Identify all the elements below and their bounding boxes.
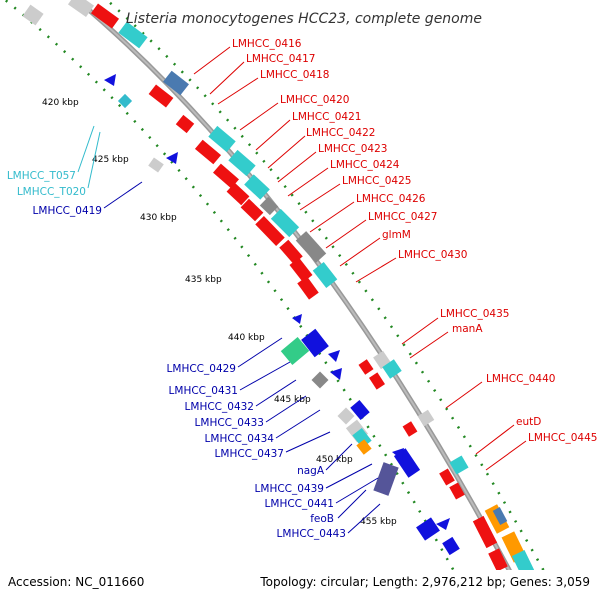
tick-label: 420 kbp <box>42 98 79 108</box>
reverse-strand-features <box>22 4 460 556</box>
tick-label: 440 kbp <box>228 333 265 343</box>
gene-label: LMHCC_0423 <box>318 143 387 155</box>
gene-label: LMHCC_0426 <box>356 193 426 205</box>
gene-label: LMHCC_T020 <box>17 186 86 198</box>
gene-label: manA <box>452 323 483 335</box>
gene-label: LMHCC_0434 <box>205 433 275 445</box>
forward-strand-features <box>67 0 535 570</box>
outer-tick-ring <box>104 0 545 570</box>
tick-label: 455 kbp <box>360 517 397 527</box>
tick-label: 435 kbp <box>185 275 222 285</box>
gene-label: LMHCC_0419 <box>33 205 102 217</box>
gene-label: LMHCC_0433 <box>195 417 264 429</box>
tick-label: 425 kbp <box>92 155 129 165</box>
tick-label: 430 kbp <box>140 213 177 223</box>
gene-label: LMHCC_T057 <box>7 170 76 182</box>
gene-label: glmM <box>382 229 411 241</box>
tick-label: 445 kbp <box>274 395 311 405</box>
gene-label: LMHCC_0425 <box>342 175 411 187</box>
gene-label: LMHCC_0439 <box>255 483 324 495</box>
gene-label: LMHCC_0440 <box>486 373 555 385</box>
gene-label: LMHCC_0431 <box>169 385 238 397</box>
inner-tick-ring <box>3 0 455 570</box>
gene-label: LMHCC_0441 <box>265 498 334 510</box>
rna-leader-lines <box>77 125 101 189</box>
gene-label: LMHCC_0420 <box>280 94 349 106</box>
gene-label: LMHCC_0427 <box>368 211 437 223</box>
map-title: Listeria monocytogenes HCC23, complete g… <box>126 11 482 27</box>
forward-gene-labels: LMHCC_0416 LMHCC_0417 LMHCC_0418 LMHCC_0… <box>232 38 597 444</box>
reverse-leader-lines <box>103 181 381 534</box>
gene-label: nagA <box>297 465 325 477</box>
forward-leader-lines <box>193 46 527 471</box>
tick-label: 450 kbp <box>316 455 353 465</box>
gene-label: feoB <box>310 513 334 525</box>
gene-label: LMHCC_0429 <box>167 363 236 375</box>
accession-text: Accession: NC_011660 <box>8 575 144 589</box>
gene-label: eutD <box>516 416 541 428</box>
gene-label: LMHCC_0424 <box>330 159 400 171</box>
gene-label: LMHCC_0435 <box>440 308 509 320</box>
gene-label: LMHCC_0416 <box>232 38 302 50</box>
genome-summary-text: Topology: circular; Length: 2,976,212 bp… <box>259 575 590 589</box>
gene-label: LMHCC_0437 <box>215 448 284 460</box>
rna-gene-labels: LMHCC_T057 LMHCC_T020 <box>7 170 86 198</box>
gene-label: LMHCC_0430 <box>398 249 467 261</box>
gene-label: LMHCC_0432 <box>185 401 254 413</box>
gene-label: LMHCC_0445 <box>528 432 597 444</box>
gene-label: LMHCC_0417 <box>246 53 315 65</box>
tick-labels: 420 kbp 425 kbp 430 kbp 435 kbp 440 kbp … <box>42 98 397 527</box>
gene-label: LMHCC_0418 <box>260 69 329 81</box>
gene-label: LMHCC_0422 <box>306 127 375 139</box>
gene-label: LMHCC_0421 <box>292 111 361 123</box>
gene-label: LMHCC_0443 <box>277 528 346 540</box>
reverse-gene-labels: LMHCC_0419 LMHCC_0429 LMHCC_0431 LMHCC_0… <box>33 205 346 540</box>
